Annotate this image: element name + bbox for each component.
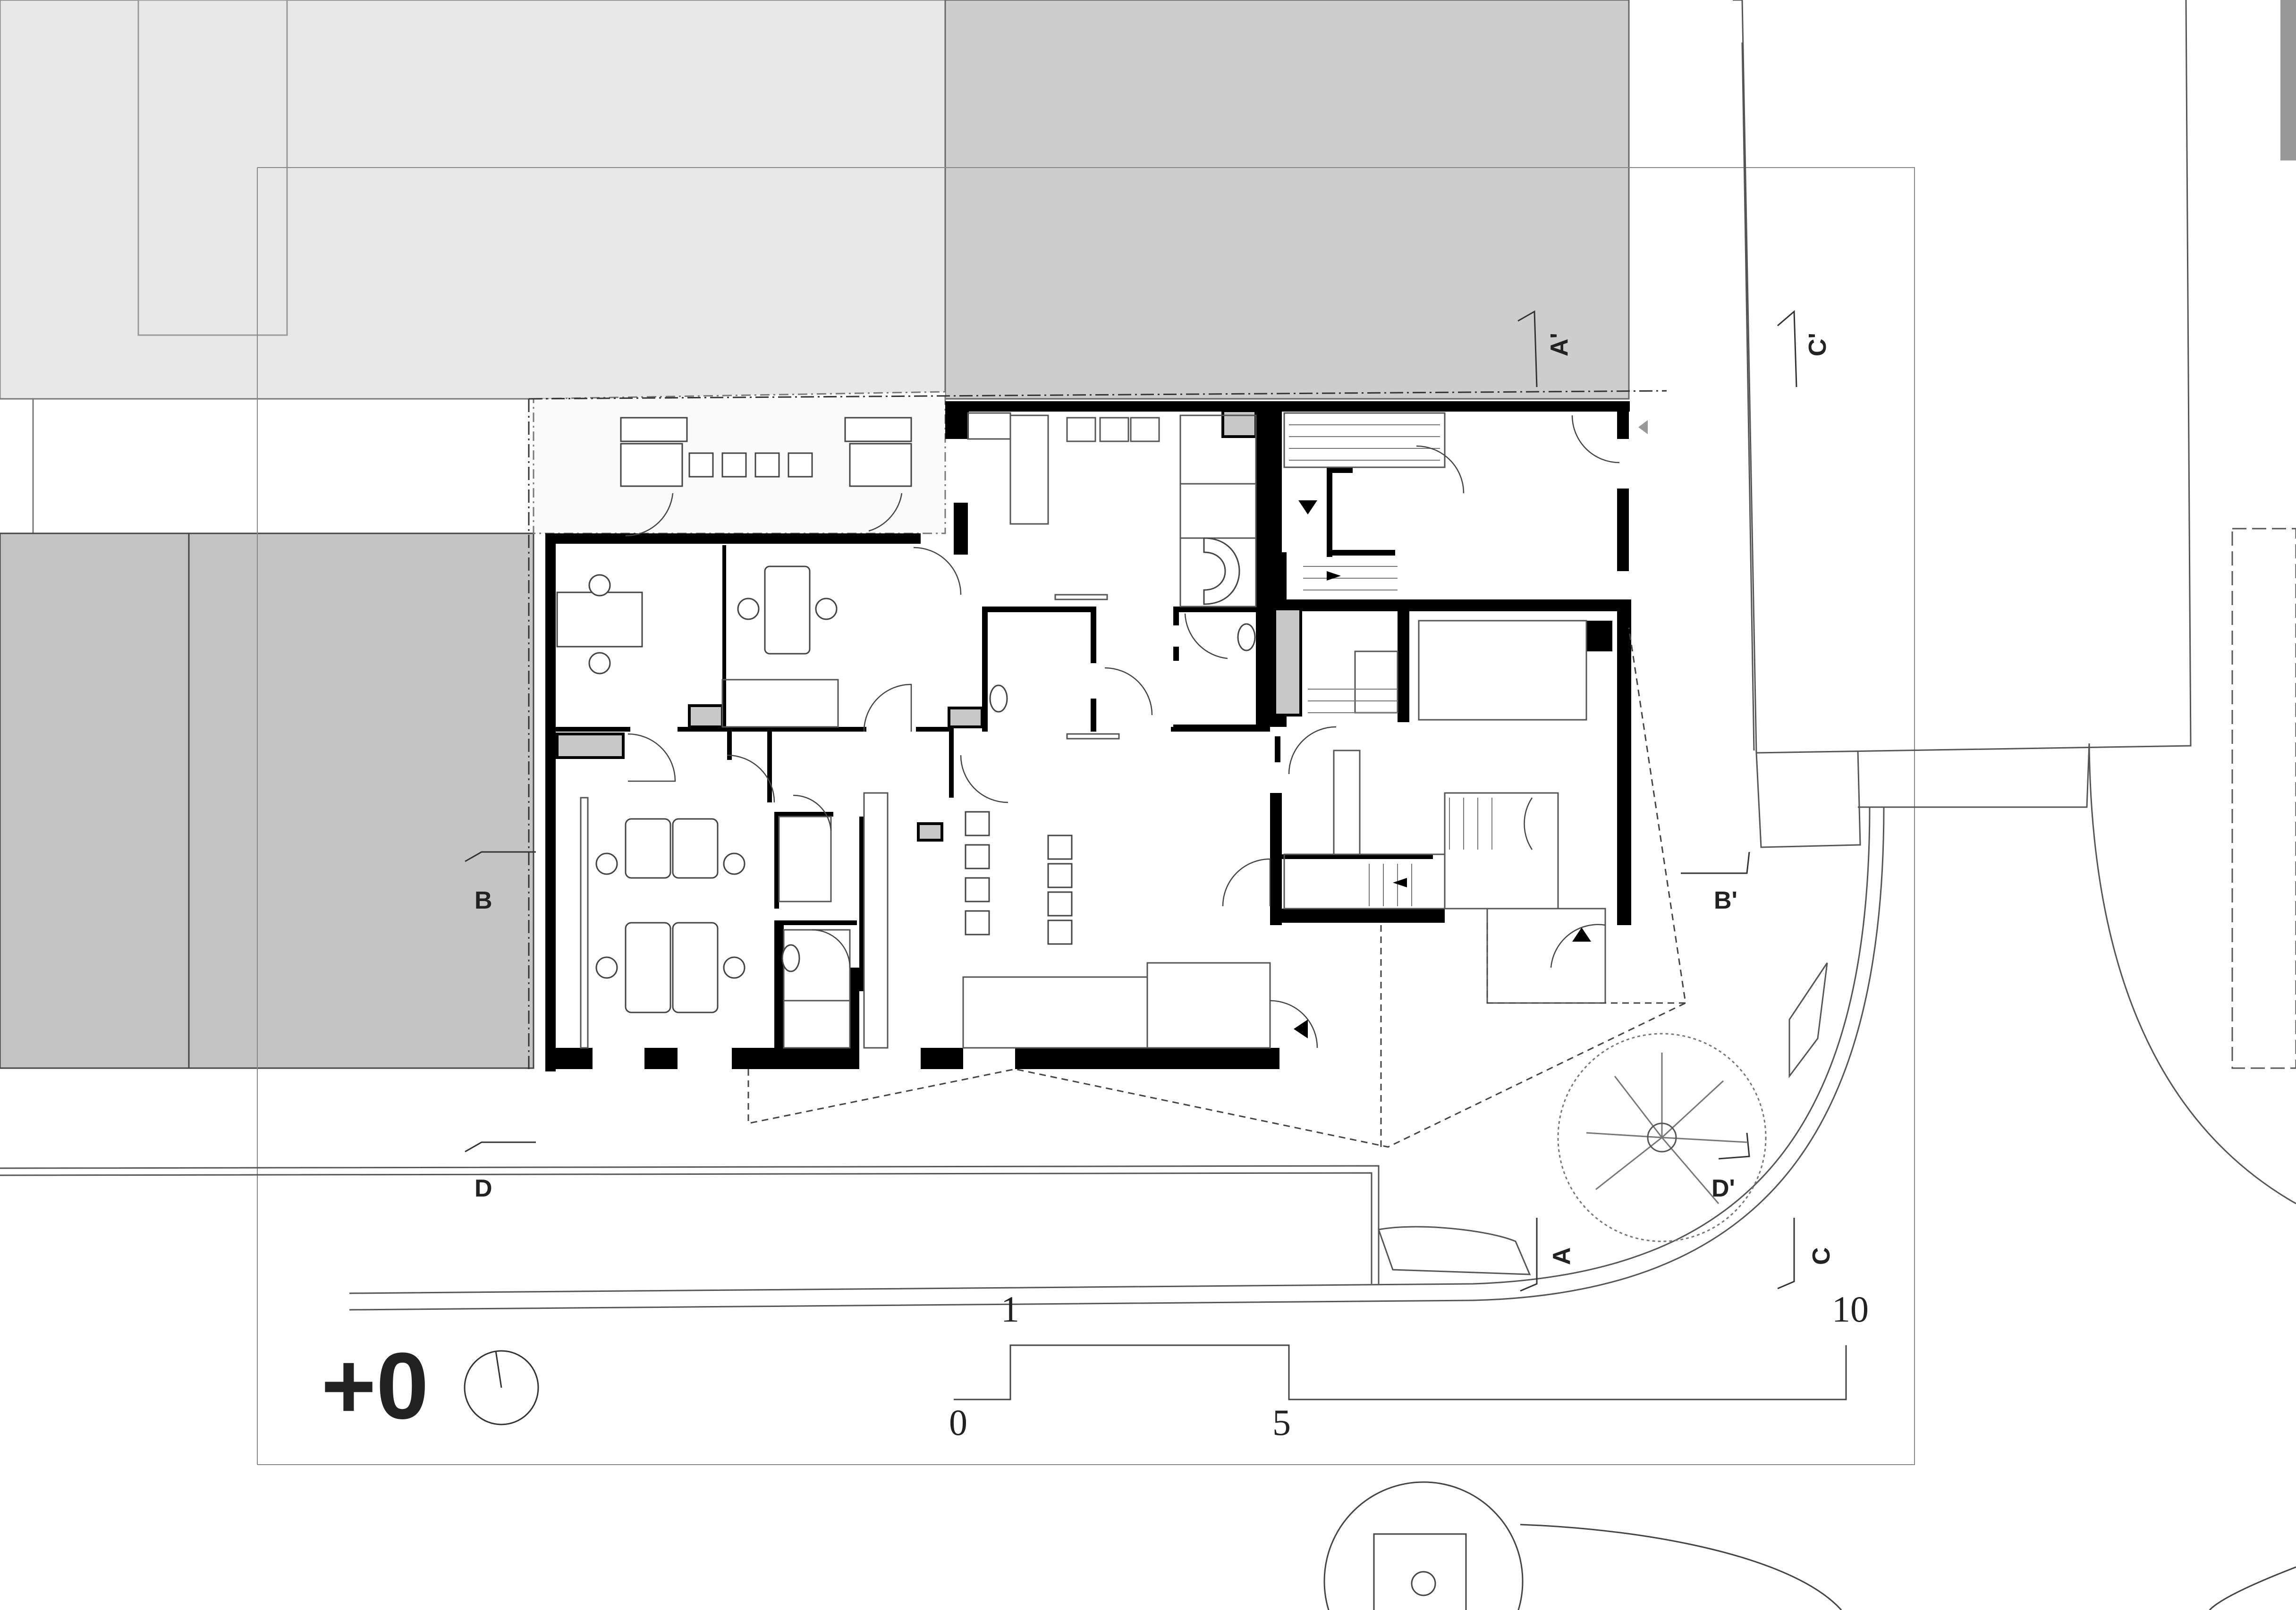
scale-bar [954,1344,1847,1400]
door-swings [625,415,1620,1048]
bottom-fountain [1323,1481,2296,1610]
scale-label-10: 10 [1832,1289,1869,1330]
terrace [533,391,946,534]
neighbor-buildings [0,0,2296,1069]
walls [545,401,1631,1071]
scale-label-0: 0 [949,1402,967,1443]
overhead-lines [747,627,1686,1148]
section-label-d: D [474,1175,492,1202]
stairs [1289,424,1492,906]
section-label-a-prime: A' [1546,333,1573,356]
site-boundary [528,390,1667,1071]
section-marker-lines [465,310,1797,1292]
section-label-a: A [1548,1247,1576,1265]
street-outlines [0,0,2296,1311]
furniture [556,537,1256,1013]
section-label-b: B [474,887,492,914]
tree-symbol [1557,1033,1767,1242]
section-label-d-prime: D' [1711,1175,1735,1202]
arrows [1294,420,1648,1038]
scale-label-1: 1 [1001,1289,1019,1330]
section-label-c: C [1808,1247,1835,1265]
section-label-b-prime: B' [1714,887,1737,914]
scale-label-5: 5 [1272,1402,1291,1443]
sheet-frame [257,167,1915,1465]
section-label-c-prime: C' [1804,333,1831,356]
north-arrow-icon [464,1350,539,1425]
interior-lines [580,412,1606,1049]
level-label: +0 [321,1333,429,1439]
